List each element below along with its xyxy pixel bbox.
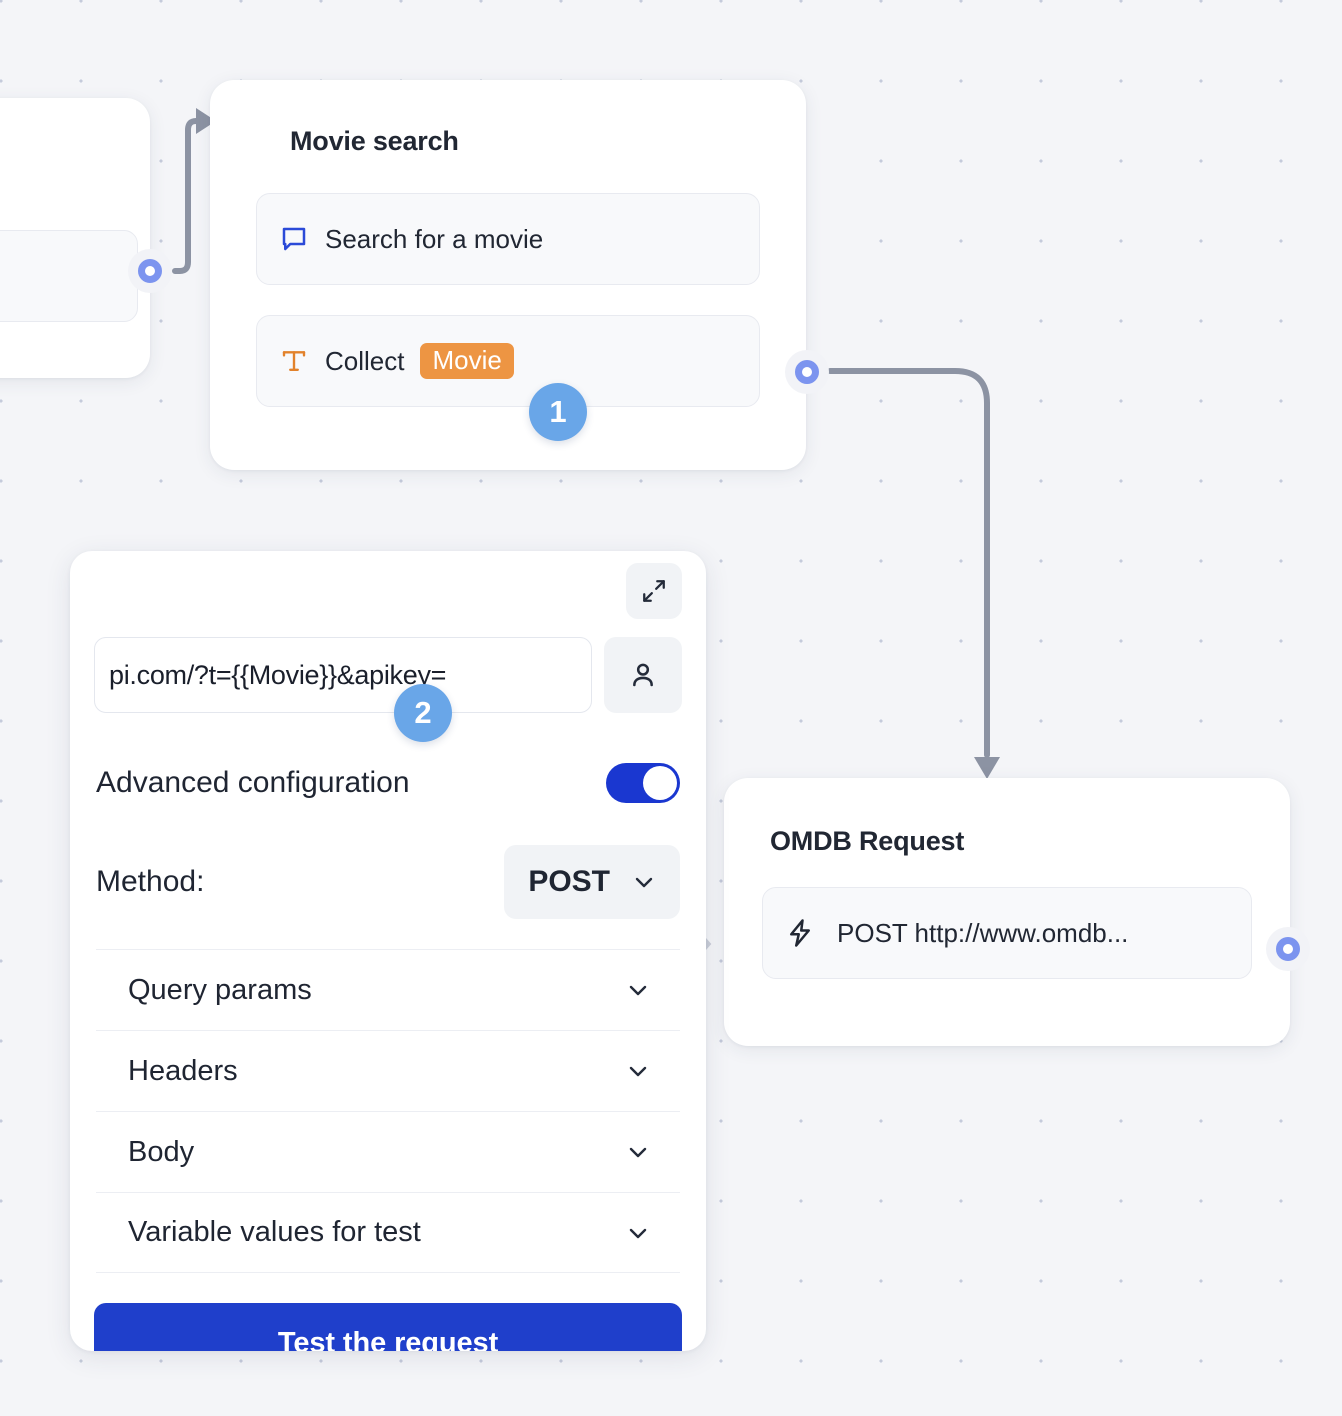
lightning-bolt-icon (785, 918, 815, 948)
person-icon (633, 663, 653, 687)
step-badge-1: 1 (529, 383, 587, 441)
step-badge-2: 2 (394, 684, 452, 742)
accordion-item-headers[interactable]: Headers (96, 1030, 680, 1111)
accordion-label: Variable values for test (128, 1216, 421, 1248)
request-url-input[interactable] (94, 637, 592, 713)
node-card-movie-search[interactable]: Movie search Search for a movie (210, 80, 806, 470)
expand-diagonal-icon-button[interactable] (626, 563, 682, 619)
node-row-post-request[interactable]: POST http://www.omdb... (762, 887, 1252, 979)
method-label: Method: (96, 865, 205, 898)
connector-handle-movie-search-output[interactable] (785, 350, 829, 394)
connector-handle-omdb-output[interactable] (1266, 927, 1310, 971)
accordion-sections: Query params Headers Body Variable value… (94, 949, 682, 1273)
edge-movie-to-omdb (827, 368, 990, 758)
node-row-label: Search for a movie (325, 223, 544, 254)
accordion-label: Query params (128, 973, 312, 1006)
text-t-icon (279, 346, 309, 376)
variable-chip-movie[interactable]: Movie (420, 343, 514, 379)
partial-node-card[interactable] (0, 98, 150, 378)
method-select-value: POST (528, 865, 610, 898)
node-row-label: POST http://www.omdb... (837, 917, 1129, 948)
movie-search-rows: Search for a movie Collect Movie (246, 193, 770, 407)
method-select[interactable]: POST (504, 845, 680, 919)
node-card-omdb-request[interactable]: OMDB Request POST http://www.omdb... (724, 778, 1290, 1046)
node-row-search-for-a-movie[interactable]: Search for a movie (256, 193, 760, 285)
node-row-label: Collect (325, 345, 405, 376)
node-row-collect-movie[interactable]: Collect Movie (256, 315, 760, 407)
chevron-down-icon (635, 877, 653, 888)
page-title-omdb-request: OMDB Request (770, 826, 965, 856)
test-the-request-button[interactable]: Test the request (94, 1303, 682, 1351)
panel-topbar (94, 551, 682, 631)
person-icon-button[interactable] (604, 637, 682, 713)
request-config-panel[interactable]: Advanced configuration Method: POST Quer… (70, 551, 706, 1351)
chevron-down-icon (629, 1066, 647, 1077)
partial-node-row[interactable] (0, 230, 138, 322)
connector-handle-partial-output[interactable] (128, 249, 172, 293)
method-row: Method: POST (94, 845, 682, 919)
url-row (94, 637, 682, 713)
edge-partial-to-movie (172, 118, 201, 274)
chevron-down-icon (629, 1228, 647, 1238)
accordion-label: Headers (128, 1054, 238, 1087)
expand-diagonal-icon (643, 580, 665, 602)
advanced-configuration-row: Advanced configuration (94, 763, 682, 803)
speech-bubble-icon (279, 224, 309, 254)
advanced-configuration-label: Advanced configuration (96, 766, 410, 799)
accordion-item-query-params[interactable]: Query params (96, 949, 680, 1030)
advanced-configuration-toggle[interactable] (606, 763, 680, 803)
accordion-item-body[interactable]: Body (96, 1111, 680, 1192)
accordion-item-variable-values-for-test[interactable]: Variable values for test (96, 1192, 680, 1273)
accordion-label: Body (128, 1135, 195, 1168)
edge-arrowhead-omdb (974, 757, 1000, 779)
page-title-movie-search: Movie search (290, 126, 459, 156)
chevron-down-icon (629, 985, 647, 996)
chevron-down-icon (629, 1147, 647, 1158)
